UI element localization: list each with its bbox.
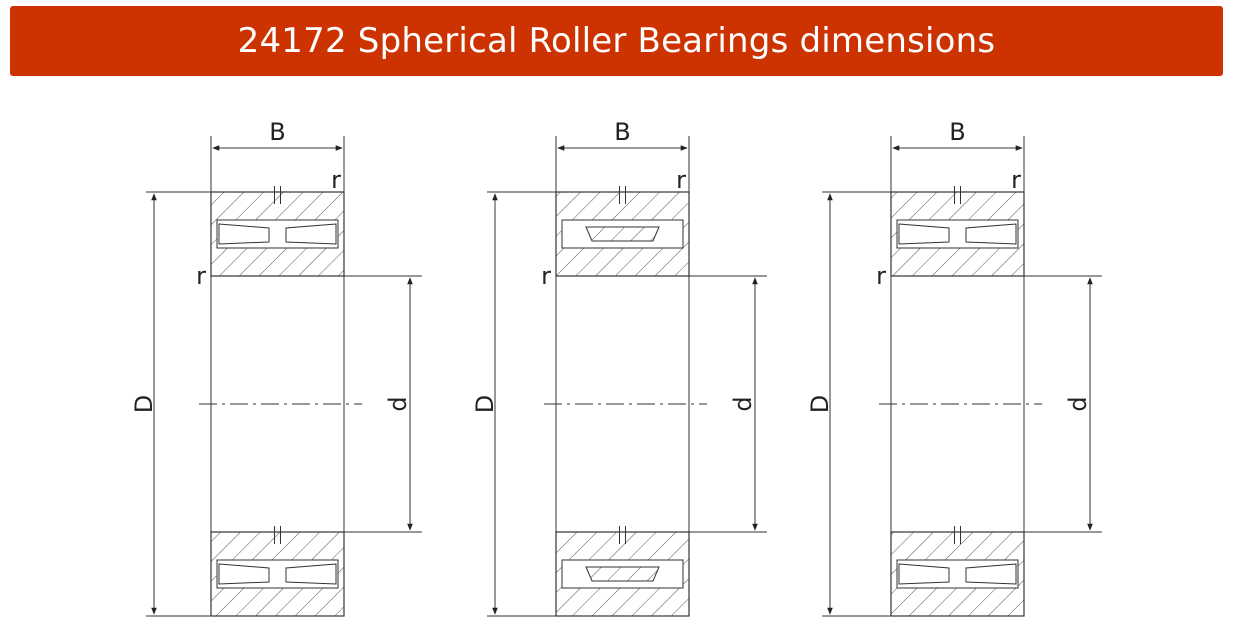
width-label: B [949,118,965,146]
upper-ring-section [890,186,1025,277]
roller [965,563,1017,585]
outer-diameter-label: D [806,395,834,413]
radius-label-outer: r [1011,166,1021,194]
radius-label-outer: r [331,166,341,194]
radius-label-outer: r [676,166,686,194]
cage [585,566,660,582]
radius-label-inner: r [196,262,206,290]
cage [585,226,660,242]
bore-diameter-label: d [729,396,757,411]
roller [285,563,337,585]
lower-ring-section [890,526,1025,617]
roller-pocket [561,559,684,589]
width-label: B [269,118,285,146]
radius-label-inner: r [541,262,551,290]
lower-ring-section [555,526,690,617]
roller [898,223,950,245]
radius-label-inner: r [876,262,886,290]
roller [218,563,270,585]
roller [218,223,270,245]
page-title: 24172 Spherical Roller Bearings dimensio… [237,21,996,61]
outer-diameter-label: D [130,395,158,413]
lower-ring-section [210,526,345,617]
roller [965,223,1017,245]
roller [898,563,950,585]
bore-diameter-label: d [1064,396,1092,411]
title-banner: 24172 Spherical Roller Bearings dimensio… [10,6,1223,76]
outer-diameter-label: D [471,395,499,413]
roller [285,223,337,245]
upper-ring-section [555,186,690,277]
upper-ring-section [210,186,345,277]
bore-diameter-label: d [384,396,412,411]
width-label: B [614,118,630,146]
